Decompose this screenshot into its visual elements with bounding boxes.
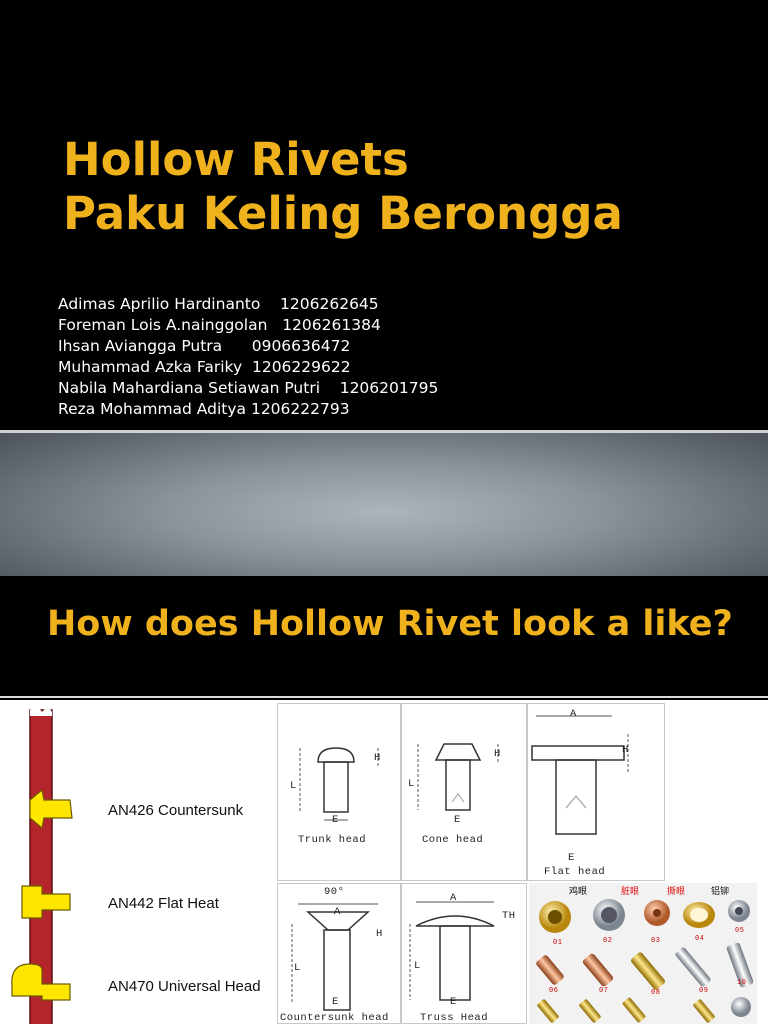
photo-tag: 铝铆 [711, 887, 730, 897]
photo-number: 05 [735, 927, 745, 935]
slide-title: Hollow Rivets Paku Keling Berongga [63, 133, 623, 241]
author-row: Nabila Mahardiana Setiawan Putri 1206201… [58, 379, 439, 397]
heading-divider [0, 696, 768, 698]
author-list: Adimas Aprilio Hardinanto 1206262645 For… [58, 294, 438, 420]
trunk-head-drawing [299, 747, 379, 821]
dim-e: E [332, 814, 339, 826]
dim-a: A [334, 906, 341, 918]
gradient-band [0, 433, 768, 576]
photo-tag: 脏眼 [621, 887, 640, 897]
diagram-cone-head: H L E Cone head [401, 703, 527, 881]
rivet-product-photo: 鸡眼 脏眼 撕眼 铝铆 01 02 03 04 05 06 07 08 09 1… [529, 883, 757, 1024]
diagram-trunk-head: H L E Trunk head [277, 703, 401, 881]
photo-number: 10 [737, 979, 747, 987]
dim-h: H [622, 744, 629, 756]
diagram-caption: Trunk head [298, 834, 367, 846]
photo-number: 09 [699, 987, 709, 995]
rivet-cross-section-illustration [11, 704, 73, 1024]
diagram-caption: Cone head [422, 834, 484, 846]
author-row: Adimas Aprilio Hardinanto 1206262645 [58, 295, 379, 313]
dim-a: A [450, 892, 457, 904]
rivet-type-label: AN426 Countersunk [108, 802, 244, 819]
dim-l: L [414, 960, 421, 972]
photo-number: 07 [599, 987, 609, 995]
slide-divider [0, 430, 768, 433]
dim-e: E [450, 996, 457, 1008]
dim-e: E [332, 996, 339, 1008]
photo-tag: 撕眼 [667, 887, 686, 897]
diagram-caption: Truss Head [420, 1012, 489, 1024]
cone-head-drawing [417, 743, 499, 811]
author-row: Ihsan Aviangga Putra 0906636472 [58, 337, 351, 355]
diagram-flat-head: A H E Flat head [527, 703, 665, 881]
diagram-truss-head: A TH L E Truss Head [401, 883, 527, 1024]
diagram-caption: Countersunk head [280, 1012, 389, 1024]
dim-l: L [408, 778, 415, 790]
dim-h: H [374, 752, 381, 764]
dim-e: E [568, 852, 575, 864]
author-row: Muhammad Azka Fariky 1206229622 [58, 358, 351, 376]
photo-number: 02 [603, 937, 613, 945]
rivet-photo-drawing [536, 899, 754, 1023]
dim-h: H [376, 928, 383, 940]
photo-number: 04 [695, 935, 705, 943]
dim-h: H [494, 748, 501, 760]
title-slide: Hollow Rivets Paku Keling Berongga Adima… [0, 0, 768, 430]
author-row: Reza Mohammad Aditya 1206222793 [58, 400, 350, 418]
slide-heading: How does Hollow Rivet look a like? [47, 604, 733, 644]
photo-number: 06 [549, 987, 559, 995]
photo-number: 08 [651, 989, 661, 997]
photo-tag: 鸡眼 [569, 887, 588, 897]
dim-e: E [454, 814, 461, 826]
author-row: Foreman Lois A.nainggolan 1206261384 [58, 316, 381, 334]
dim-a: A [570, 708, 577, 720]
title-line-1: Hollow Rivets [63, 133, 409, 186]
countersunk-head-drawing [291, 903, 378, 1011]
rivet-type-label: AN470 Universal Head [108, 978, 261, 995]
diagram-countersunk-head: 90° A H L E Countersunk head [277, 883, 401, 1024]
dim-th: TH [502, 910, 516, 922]
dim-l: L [294, 962, 301, 974]
dim-angle: 90° [324, 886, 345, 898]
photo-number: 03 [651, 937, 661, 945]
title-line-2: Paku Keling Berongga [63, 187, 623, 240]
truss-head-drawing [409, 901, 495, 1001]
photo-number: 01 [553, 939, 563, 947]
flat-head-drawing [531, 715, 629, 835]
dim-l: L [290, 780, 297, 792]
diagram-caption: Flat head [544, 866, 606, 878]
rivet-type-label: AN442 Flat Heat [108, 895, 219, 912]
